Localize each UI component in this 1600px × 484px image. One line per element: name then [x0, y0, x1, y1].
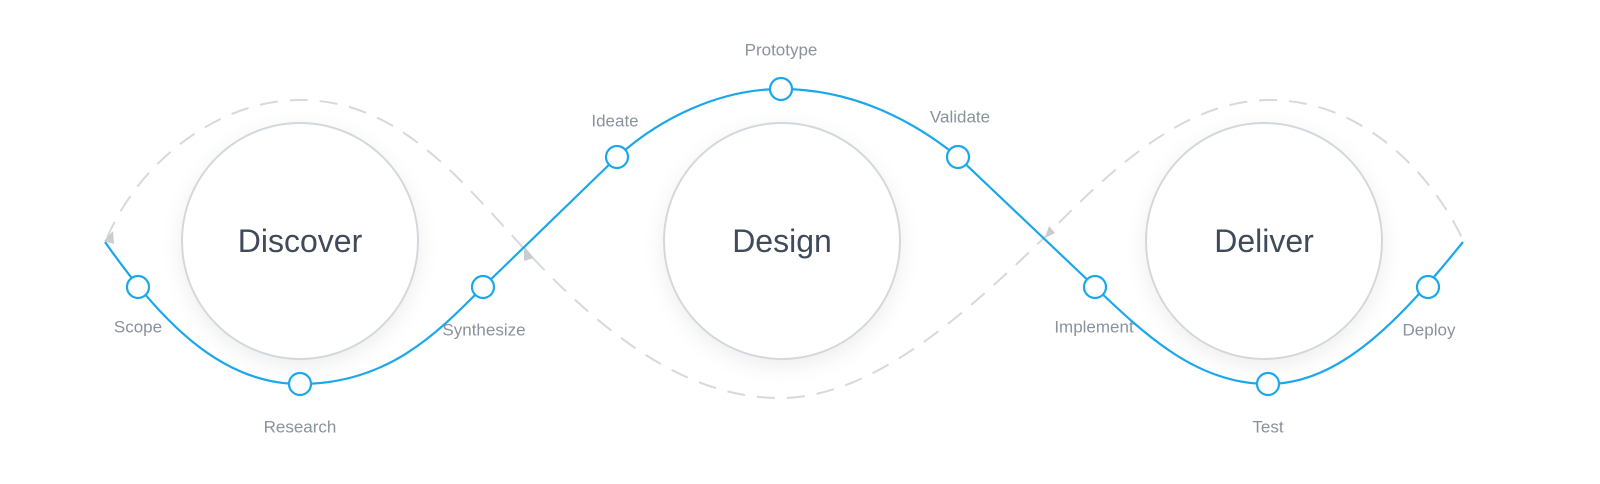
step-label-deploy: Deploy [1403, 321, 1456, 340]
step-label-implement: Implement [1054, 318, 1134, 337]
step-node-implement[interactable] [1082, 274, 1108, 300]
step-node-synthesize[interactable] [470, 274, 496, 300]
step-label-research: Research [264, 418, 337, 437]
phase-circle-discover [181, 122, 419, 360]
step-node-ideate[interactable] [604, 144, 630, 170]
phase-title-discover: Discover [238, 223, 363, 259]
step-label-test: Test [1252, 418, 1283, 437]
phase-title-deliver: Deliver [1214, 223, 1314, 259]
phase-circle-deliver [1145, 122, 1383, 360]
return-arrow-center-left [524, 246, 534, 261]
step-label-prototype: Prototype [745, 41, 818, 60]
step-label-scope: Scope [114, 318, 162, 337]
return-arrow-center-right [1045, 226, 1055, 238]
step-node-validate[interactable] [945, 144, 971, 170]
step-label-ideate: Ideate [591, 112, 638, 131]
step-node-prototype[interactable] [768, 76, 794, 102]
step-label-synthesize: Synthesize [442, 321, 525, 340]
step-label-validate: Validate [930, 108, 990, 127]
step-node-test[interactable] [1255, 371, 1281, 397]
return-path [106, 98, 1464, 400]
step-node-deploy[interactable] [1415, 274, 1441, 300]
step-node-scope[interactable] [125, 274, 151, 300]
phase-title-design: Design [732, 223, 832, 259]
phase-circle-design [663, 122, 901, 360]
step-node-research[interactable] [287, 371, 313, 397]
return-arrow-left [104, 231, 114, 244]
